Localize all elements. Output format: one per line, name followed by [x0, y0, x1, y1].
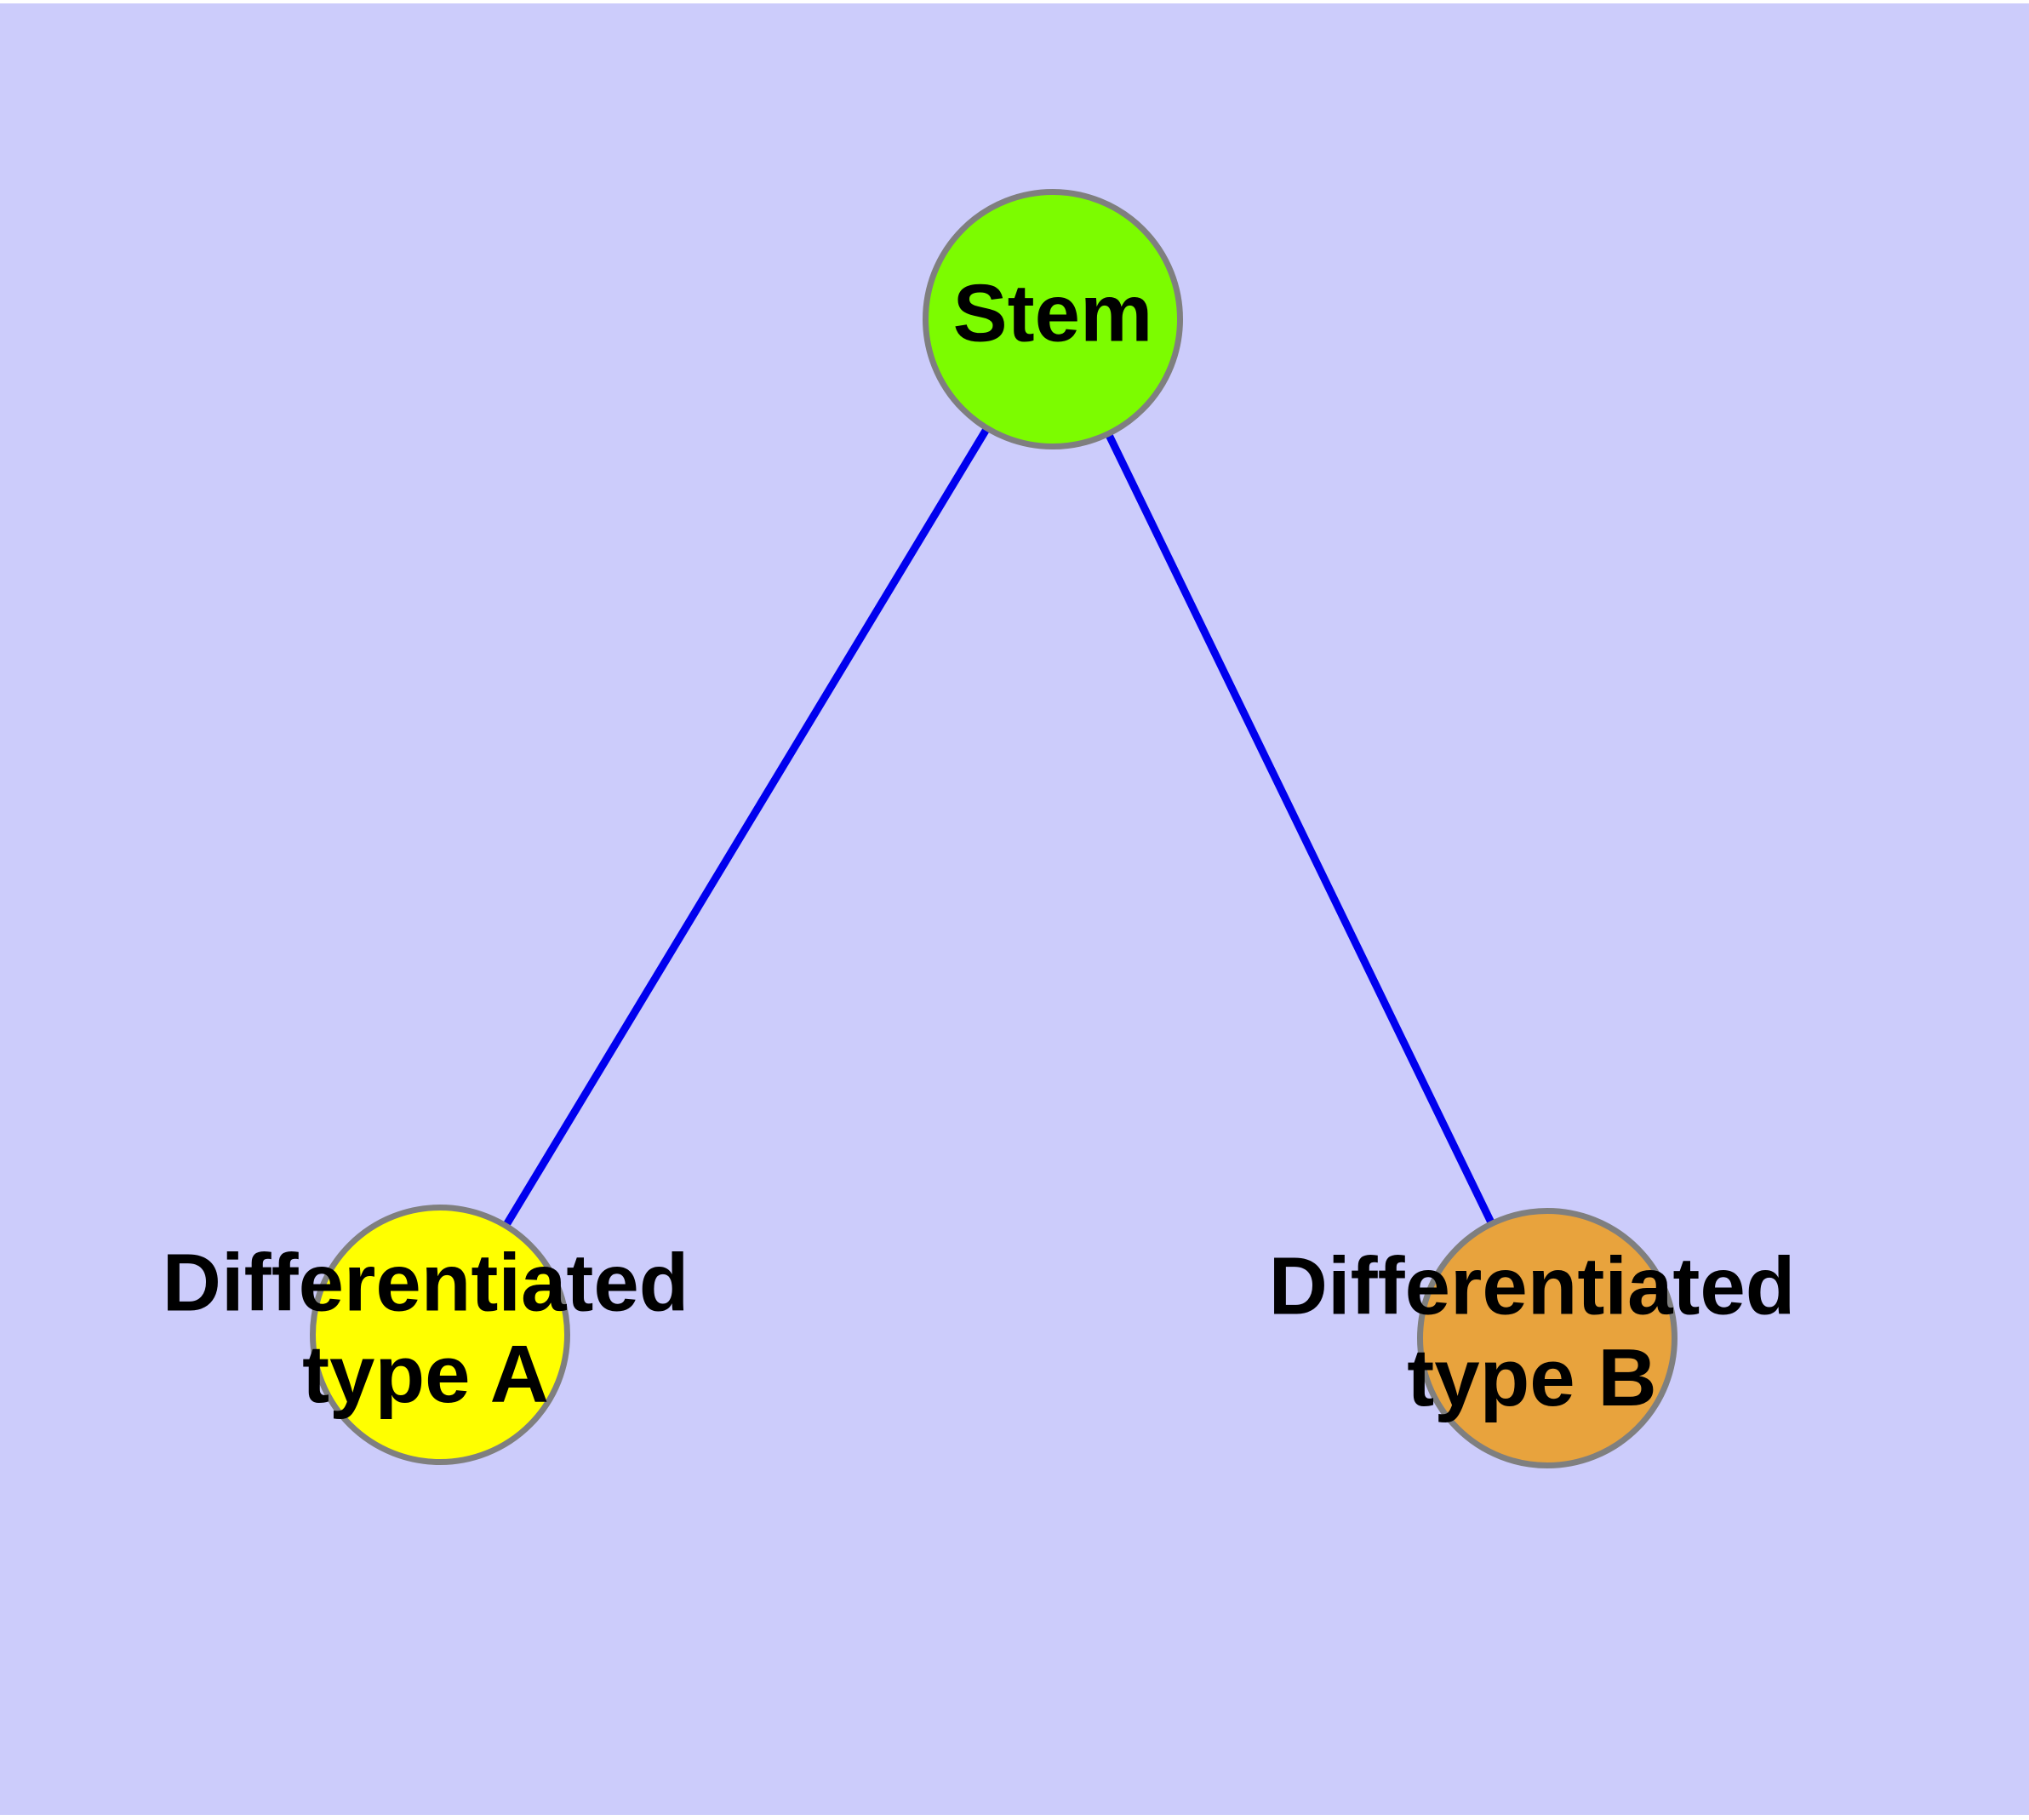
graph-node-stem[interactable]: Stem [923, 189, 1183, 449]
graph-edge-stem-to-diff-a [502, 426, 991, 1228]
node-circle-diff-b[interactable] [1417, 1208, 1677, 1468]
node-label-diff-b-line-1: Differentiated [1269, 1241, 1796, 1332]
node-circle-stem[interactable] [923, 189, 1183, 449]
node-label-stem-line-1: Stem [953, 267, 1153, 358]
node-label-diff-a-line-2: type A [302, 1329, 549, 1420]
node-label-diff-b-line-2: type B [1407, 1332, 1656, 1423]
node-circle-diff-a[interactable] [310, 1205, 570, 1465]
edge-layer [502, 426, 1495, 1228]
graph-edge-stem-to-diff-b [1105, 432, 1495, 1226]
node-label-diff-a-line-1: Differentiated [163, 1238, 689, 1329]
